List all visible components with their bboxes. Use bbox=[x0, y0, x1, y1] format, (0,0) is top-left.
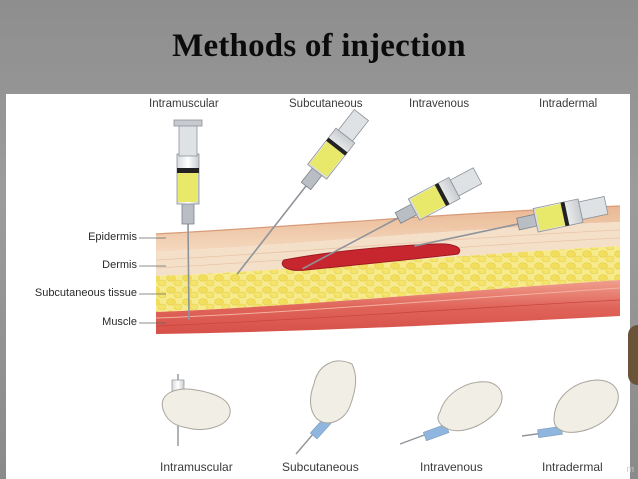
vein bbox=[281, 243, 461, 271]
bottom-label-intradermal: Intradermal bbox=[542, 460, 603, 474]
injection-diagram: Intramuscular Subcutaneous Intravenous I… bbox=[6, 94, 630, 479]
layer-label-dermis: Dermis bbox=[102, 259, 137, 271]
intravenous-syringe bbox=[302, 167, 483, 270]
diagram-artwork bbox=[139, 108, 621, 455]
top-label-intradermal: Intradermal bbox=[539, 98, 598, 110]
slide-decoration bbox=[628, 325, 638, 385]
bottom-label-intravenous: Intravenous bbox=[420, 460, 483, 474]
layer-label-epidermis: Epidermis bbox=[88, 231, 137, 243]
hand-intradermal bbox=[521, 379, 619, 438]
top-label-intramuscular: Intramuscular bbox=[149, 98, 219, 110]
hand-intramuscular bbox=[161, 374, 231, 446]
intradermal-syringe bbox=[414, 196, 609, 247]
bottom-label-intramuscular: Intramuscular bbox=[160, 460, 233, 474]
layer-pointer-lines bbox=[139, 237, 166, 324]
layer-label-muscle: Muscle bbox=[102, 316, 137, 328]
hand-intravenous bbox=[399, 381, 503, 445]
slide-title: Methods of injection bbox=[172, 28, 466, 64]
bottom-label-subcutaneous: Subcutaneous bbox=[282, 460, 359, 474]
watermark: m bbox=[626, 464, 635, 474]
hand-subcutaneous bbox=[295, 360, 357, 455]
layer-label-subcutaneous-tissue: Subcutaneous tissue bbox=[34, 287, 137, 299]
intramuscular-syringe bbox=[173, 119, 203, 321]
top-label-intravenous: Intravenous bbox=[409, 98, 470, 110]
top-label-subcutaneous: Subcutaneous bbox=[289, 98, 363, 110]
subcutaneous-syringe bbox=[236, 108, 370, 275]
